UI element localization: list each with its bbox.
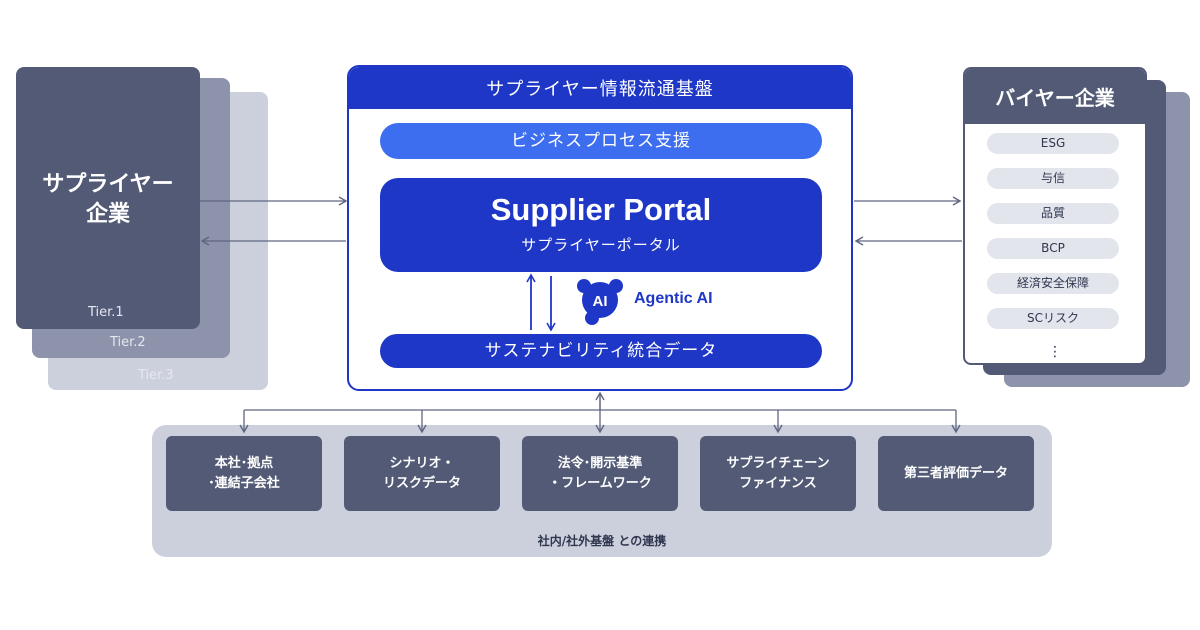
buyer-item-bcp: BCP	[987, 238, 1119, 259]
ai-badge-text: AI	[593, 293, 608, 310]
buyer-title: バイヤー企業	[965, 69, 1145, 124]
portal-subtitle: サプライヤーポータル	[521, 236, 681, 254]
buyer-item-esg: ESG	[987, 133, 1119, 154]
buyer-item-quality: 品質	[987, 203, 1119, 224]
supplier-title: サプライヤー 企業	[16, 170, 200, 230]
buyer-card: バイヤー企業 ESG 与信 品質 BCP 経済安全保障 SCリスク ⋮	[963, 67, 1147, 365]
supplier-title-line1: サプライヤー	[42, 172, 174, 197]
system-box-third-party: 第三者評価データ	[878, 436, 1034, 511]
sustainability-data: サステナビリティ統合データ	[380, 334, 822, 368]
buyer-item-economic-security: 経済安全保障	[987, 273, 1119, 294]
tier2-label: Tier.2	[110, 335, 146, 350]
supplier-card-tier1	[16, 67, 200, 329]
system-box-finance: サプライチェーン ファイナンス	[700, 436, 856, 511]
agentic-ai-label: Agentic AI	[634, 290, 713, 307]
tier3-label: Tier.3	[138, 368, 174, 383]
integration-caption: 社内/社外基盤 との連携	[537, 534, 667, 548]
system-box-hq: 本社･拠点 ･連結子会社	[166, 436, 322, 511]
tier1-label: Tier.1	[88, 305, 124, 320]
platform-header: サプライヤー情報流通基盤	[349, 67, 851, 109]
supplier-portal-box: Supplier Portal サプライヤーポータル	[380, 178, 822, 272]
buyer-item-credit: 与信	[987, 168, 1119, 189]
portal-title: Supplier Portal	[490, 192, 712, 227]
supplier-title-line2: 企業	[85, 202, 130, 227]
system-box-scenario: シナリオ・ リスクデータ	[344, 436, 500, 511]
ai-badge-icon: AI	[577, 279, 623, 325]
buyer-item-sc-risk: SCリスク	[987, 308, 1119, 329]
system-box-regulation: 法令･開示基準 ・フレームワーク	[522, 436, 678, 511]
business-process-support: ビジネスプロセス支援	[380, 123, 822, 159]
